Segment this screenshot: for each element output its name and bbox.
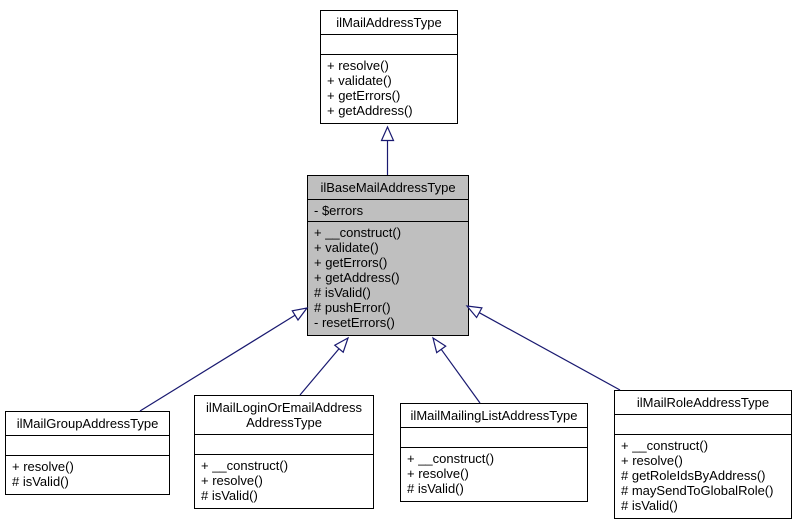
method: # isValid() [12, 474, 69, 489]
method: + resolve() [327, 58, 389, 73]
method: + __construct() [621, 438, 709, 453]
method: + getErrors() [327, 88, 401, 103]
method: + __construct() [201, 458, 289, 473]
attribute: - $errors [314, 203, 364, 218]
methods-compartment: + __construct() + validate() + getErrors… [308, 222, 468, 335]
method: # getRoleIdsByAddress() [621, 468, 766, 483]
class-node-ilMailGroupAddressType[interactable]: ilMailGroupAddressType + resolve() # isV… [5, 411, 170, 495]
method: - resetErrors() [314, 315, 395, 330]
methods-compartment: + __construct() + resolve() # isValid() [401, 448, 587, 501]
inheritance-arrow-role-to-base [465, 305, 621, 391]
class-node-ilBaseMailAddressType[interactable]: ilBaseMailAddressType - $errors + __cons… [307, 175, 469, 336]
method: # maySendToGlobalRole() [621, 483, 774, 498]
method: + resolve() [201, 473, 263, 488]
method: # isValid() [314, 285, 371, 300]
class-node-ilMailLoginOrEmailAddressAddressType[interactable]: ilMailLoginOrEmailAddress AddressType + … [194, 395, 374, 509]
methods-compartment: + __construct() + resolve() # isValid() [195, 455, 373, 508]
methods-compartment: + __construct() + resolve() # getRoleIds… [615, 435, 791, 518]
attributes-compartment [6, 436, 169, 456]
inheritance-arrow-login-to-base [299, 336, 350, 396]
method: + validate() [327, 73, 392, 88]
method: + getErrors() [314, 255, 388, 270]
methods-compartment: + resolve() # isValid() [6, 456, 169, 494]
method: + resolve() [621, 453, 683, 468]
method: + getAddress() [314, 270, 400, 285]
class-node-ilMailMailingListAddressType[interactable]: ilMailMailingListAddressType + __constru… [400, 403, 588, 502]
method: + resolve() [12, 459, 74, 474]
class-name: ilMailAddressType [321, 11, 457, 35]
method: + getAddress() [327, 103, 413, 118]
method: # isValid() [621, 498, 678, 513]
method: # isValid() [201, 488, 258, 503]
method: + __construct() [407, 451, 495, 466]
class-node-ilMailAddressType[interactable]: ilMailAddressType + resolve() + validate… [320, 10, 458, 124]
method: + validate() [314, 240, 379, 255]
method: + resolve() [407, 466, 469, 481]
method: # pushError() [314, 300, 391, 315]
class-node-ilMailRoleAddressType[interactable]: ilMailRoleAddressType + __construct() + … [614, 390, 792, 519]
inheritance-arrow-base-to-mailaddresstype [380, 125, 395, 175]
inheritance-arrow-mailinglist-to-base [432, 336, 481, 404]
class-name: ilMailMailingListAddressType [401, 404, 587, 428]
method: # isValid() [407, 481, 464, 496]
attributes-compartment: - $errors [308, 200, 468, 222]
attributes-compartment [321, 35, 457, 55]
attributes-compartment [615, 415, 791, 435]
class-name: ilBaseMailAddressType [308, 176, 468, 200]
methods-compartment: + resolve() + validate() + getErrors() +… [321, 55, 457, 123]
class-name: ilMailRoleAddressType [615, 391, 791, 415]
attributes-compartment [195, 435, 373, 455]
method: + __construct() [314, 225, 402, 240]
class-name: ilMailLoginOrEmailAddress AddressType [195, 396, 373, 435]
class-name: ilMailGroupAddressType [6, 412, 169, 436]
attributes-compartment [401, 428, 587, 448]
